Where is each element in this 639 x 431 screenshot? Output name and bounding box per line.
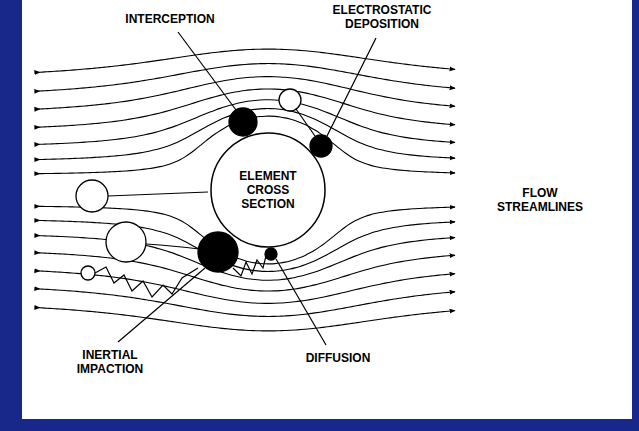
- particle-path: [108, 192, 208, 196]
- particle-path: [146, 244, 199, 249]
- callout-label: INTERCEPTION: [123, 12, 216, 26]
- particle: [81, 266, 95, 280]
- flow-streamline: [35, 271, 455, 304]
- particle: [279, 89, 301, 111]
- callout-label: ELECTROSTATIC DEPOSITION: [331, 3, 434, 31]
- leader-line: [178, 32, 236, 110]
- callout-label: DIFFUSION: [304, 351, 373, 365]
- captured-particle: [310, 135, 332, 157]
- callout-label: INERTIAL IMPACTION: [75, 348, 145, 376]
- flow-streamline: [35, 49, 455, 72]
- captured-particle: [229, 108, 257, 136]
- flow-streamline: [35, 308, 455, 331]
- captured-particle: [198, 232, 238, 272]
- particle: [106, 222, 146, 262]
- white-panel: [22, 0, 632, 419]
- node-text: ELEMENT CROSS SECTION: [239, 169, 296, 211]
- particle: [76, 180, 108, 212]
- leader-line: [276, 259, 326, 345]
- leader-line: [118, 268, 205, 342]
- circle-shape: [211, 133, 325, 247]
- callout-label: FLOW STREAMLINES: [495, 186, 585, 214]
- flow-streamline: [35, 77, 455, 110]
- leader-line: [327, 38, 376, 136]
- leader-lines: [118, 32, 376, 345]
- particles: [76, 89, 332, 280]
- captured-particle: [265, 248, 277, 260]
- particle-path: [296, 109, 315, 136]
- diffusion-zigzag: [233, 256, 266, 276]
- element-circle: ELEMENT CROSS SECTION: [210, 132, 326, 248]
- diffusion-zigzag: [95, 267, 198, 297]
- streamline-group: [35, 49, 455, 331]
